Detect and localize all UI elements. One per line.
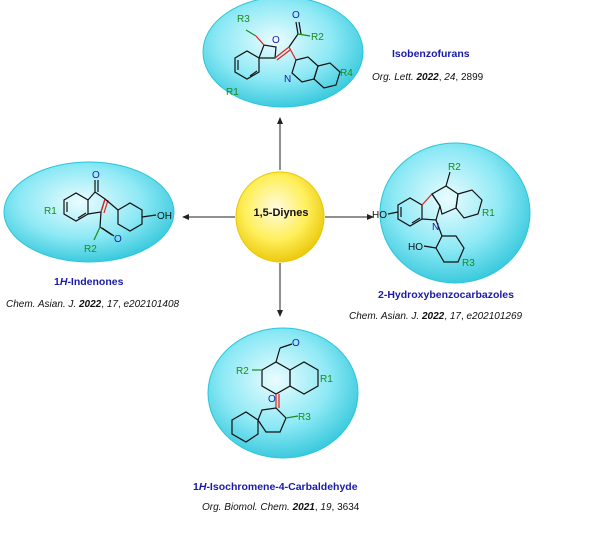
isochromene-o-ring: O (268, 394, 276, 405)
indenone-o-top: O (92, 170, 100, 181)
structure-isobenzofuran (234, 21, 341, 89)
benzocarbazole-r1: R1 (482, 208, 495, 219)
structure-indenone (63, 180, 157, 241)
benzocarbazole-atoms: R2 HO N R1 HO R3 (372, 162, 495, 269)
bubble-center-diynes (235, 171, 325, 263)
carbazoles-ref-page: e202101269 (466, 311, 523, 322)
indenones-title-suffix: -Indenones (67, 276, 124, 288)
isochromene-ref-page: 3634 (337, 502, 360, 513)
bubble-indenones (3, 161, 175, 263)
isobenzofuran-atoms: R3 O O R2 R4 N R1 (226, 10, 353, 98)
carbazoles-title: 2-Hydroxybenzocarbazoles (378, 289, 514, 301)
indenones-title-italic: H (59, 276, 68, 288)
indenone-oh: OH (157, 211, 172, 222)
carbazoles-ref-journal: Chem. Asian. J. (349, 311, 420, 322)
isochromene-r2: R2 (236, 366, 249, 377)
isobenzofuran-o-ring: O (272, 35, 280, 46)
isochromene-title: 1H-Isochromene-4-Carbaldehyde (193, 481, 358, 493)
benzocarbazole-n: N (432, 222, 439, 233)
carbazoles-reference: Chem. Asian. J. 2022, 17, e202101269 (349, 311, 523, 322)
isobenzofuran-o-carbonyl: O (292, 10, 300, 21)
isobenzofurans-ref-volume: 24 (444, 72, 456, 83)
isobenzofurans-ref-journal: Org. Lett. (372, 72, 414, 83)
isochromene-r1: R1 (320, 374, 333, 385)
center-reactant-label: 1,5-Diynes (253, 207, 309, 219)
indenone-r1: R1 (44, 206, 57, 217)
indenones-ref-year: 2022 (79, 299, 102, 310)
isochromene-o-aldehyde: O (292, 338, 300, 349)
benzocarbazole-ho-left: HO (372, 210, 387, 221)
isochromene-ref-volume: 19 (320, 502, 332, 513)
isochromene-ref-year: 2021 (292, 502, 315, 513)
isochromene-r3: R3 (298, 412, 311, 423)
indenone-o-bottom: O (114, 234, 122, 245)
bubble-isobenzofurans (202, 0, 364, 108)
isochromene-reference: Org. Biomol. Chem. 2021, 19, 3634 (202, 502, 360, 513)
structure-benzocarbazole (387, 171, 483, 263)
bubble-isochromene (207, 327, 359, 459)
carbazoles-ref-volume: 17 (449, 311, 461, 322)
bubble-carbazoles (379, 142, 531, 284)
isobenzofuran-r3: R3 (237, 14, 250, 25)
isobenzofuran-r4: R4 (340, 68, 353, 79)
indenones-ref-page: e202101408 (123, 299, 180, 310)
isochromene-atoms: O R2 R1 O R3 (236, 338, 333, 423)
benzocarbazole-ho-lower: HO (408, 242, 423, 253)
isobenzofurans-title: Isobenzofurans (392, 48, 470, 60)
isochromene-title-prefix: 1 (193, 481, 199, 493)
benzocarbazole-r2: R2 (448, 162, 461, 173)
indenones-reference: Chem. Asian. J. 2022, 17, e202101408 (6, 299, 180, 310)
indenones-ref-volume: 17 (106, 299, 118, 310)
structure-isochromene (231, 343, 319, 443)
isobenzofuran-n: N (284, 74, 291, 85)
indenones-ref-journal: Chem. Asian. J. (6, 299, 77, 310)
carbazoles-ref-year: 2022 (422, 311, 445, 322)
isochromene-title-italic: H (198, 481, 207, 493)
benzocarbazole-r3: R3 (462, 258, 475, 269)
isobenzofurans-reference: Org. Lett. 2022, 24, 2899 (372, 72, 484, 83)
isobenzofurans-ref-page: 2899 (460, 72, 484, 83)
isochromene-ref-journal: Org. Biomol. Chem. (202, 502, 290, 513)
indenones-title-prefix: 1 (54, 276, 60, 288)
indenone-atoms: O R1 OH O R2 (44, 170, 172, 255)
isobenzofurans-ref-year: 2022 (416, 72, 439, 83)
isobenzofuran-r1: R1 (226, 87, 239, 98)
indenones-title: 1H-Indenones (54, 276, 123, 288)
isochromene-title-suffix: -Isochromene-4-Carbaldehyde (206, 481, 358, 493)
indenone-r2: R2 (84, 244, 97, 255)
isobenzofuran-r2: R2 (311, 32, 324, 43)
